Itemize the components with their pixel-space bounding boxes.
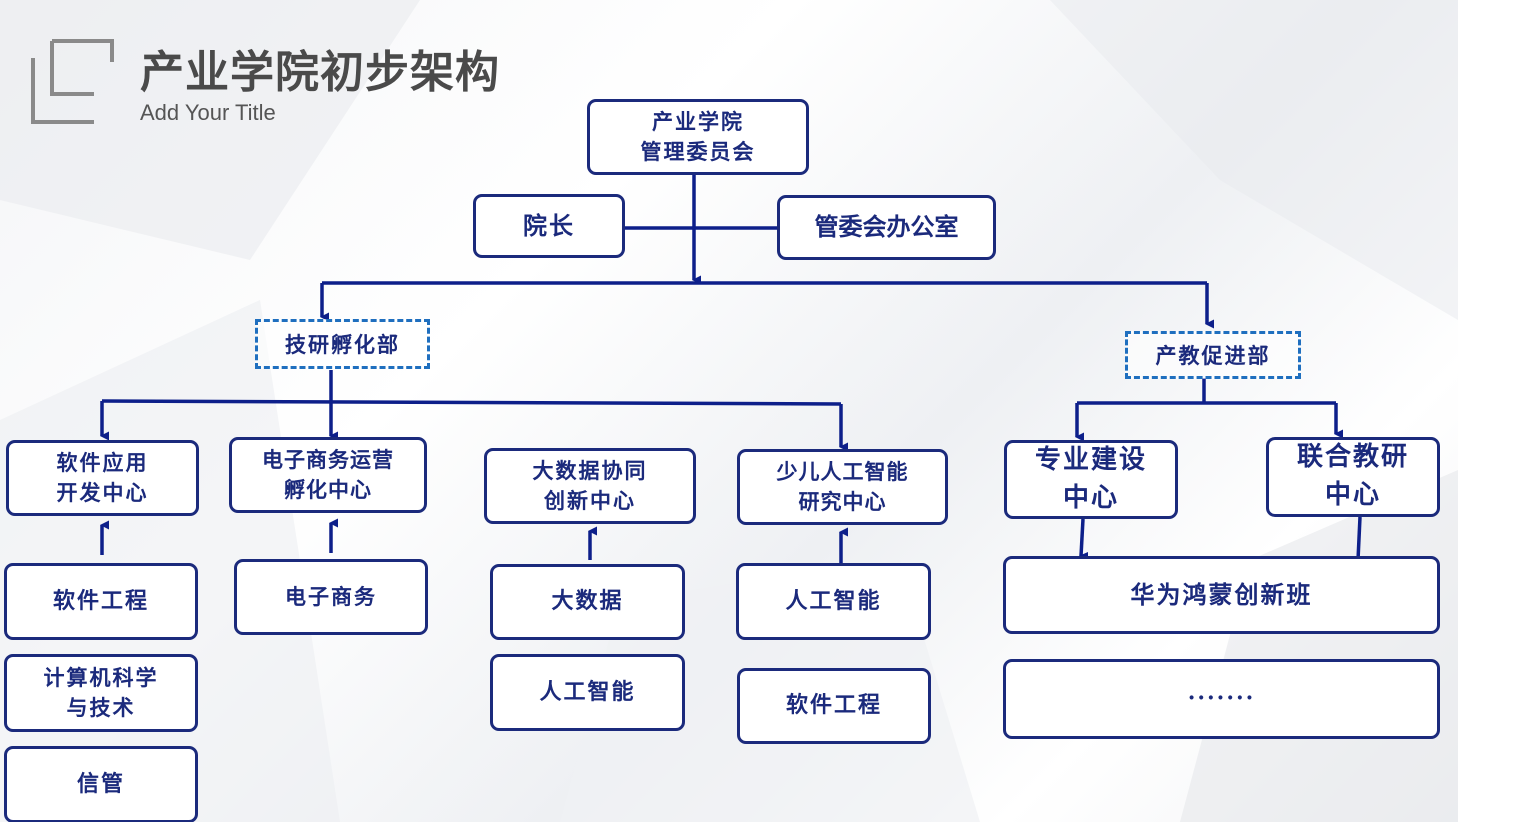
office-box: 管委会办公室 bbox=[777, 195, 996, 260]
major-construction-center: 专业建设 中心 bbox=[1004, 440, 1178, 519]
major-bigdata: 大数据 bbox=[490, 564, 685, 640]
major-computer-science: 计算机科学 与技术 bbox=[4, 654, 198, 732]
ecommerce-incubation-center: 电子商务运营 孵化中心 bbox=[229, 437, 427, 513]
tech-incubation-dept: 技研孵化部 bbox=[255, 319, 430, 369]
joint-teaching-center: 联合教研 中心 bbox=[1266, 437, 1440, 517]
more-placeholder: ······· bbox=[1003, 659, 1440, 739]
major-software-engineering-2: 软件工程 bbox=[737, 668, 931, 744]
arrow-joint-to-huawei bbox=[1356, 516, 1366, 565]
major-info-management: 信管 bbox=[4, 746, 198, 822]
title-frame-icon bbox=[31, 39, 114, 124]
huawei-harmony-class: 华为鸿蒙创新班 bbox=[1003, 556, 1440, 634]
major-software-engineering: 软件工程 bbox=[4, 563, 198, 640]
major-ai-1: 人工智能 bbox=[490, 654, 685, 731]
page-subtitle: Add Your Title bbox=[140, 100, 276, 125]
major-ecommerce: 电子商务 bbox=[234, 559, 428, 635]
dean-box: 院长 bbox=[473, 194, 625, 258]
connector-lines bbox=[100, 175, 1366, 565]
committee-box: 产业学院 管理委员会 bbox=[587, 99, 809, 175]
line-tech-horizontal bbox=[101, 399, 842, 406]
software-dev-center: 软件应用 开发中心 bbox=[6, 440, 199, 516]
arrow-major-to-huawei bbox=[1079, 518, 1089, 561]
bigdata-innovation-center: 大数据协同 创新中心 bbox=[484, 448, 696, 524]
page-title: 产业学院初步架构 bbox=[140, 47, 500, 98]
major-ai-2: 人工智能 bbox=[736, 563, 931, 640]
industry-education-dept: 产教促进部 bbox=[1125, 331, 1301, 379]
kids-ai-research-center: 少儿人工智能 研究中心 bbox=[737, 449, 948, 525]
slide-canvas: 产业学院初步架构 Add Your Title bbox=[0, 0, 1458, 822]
